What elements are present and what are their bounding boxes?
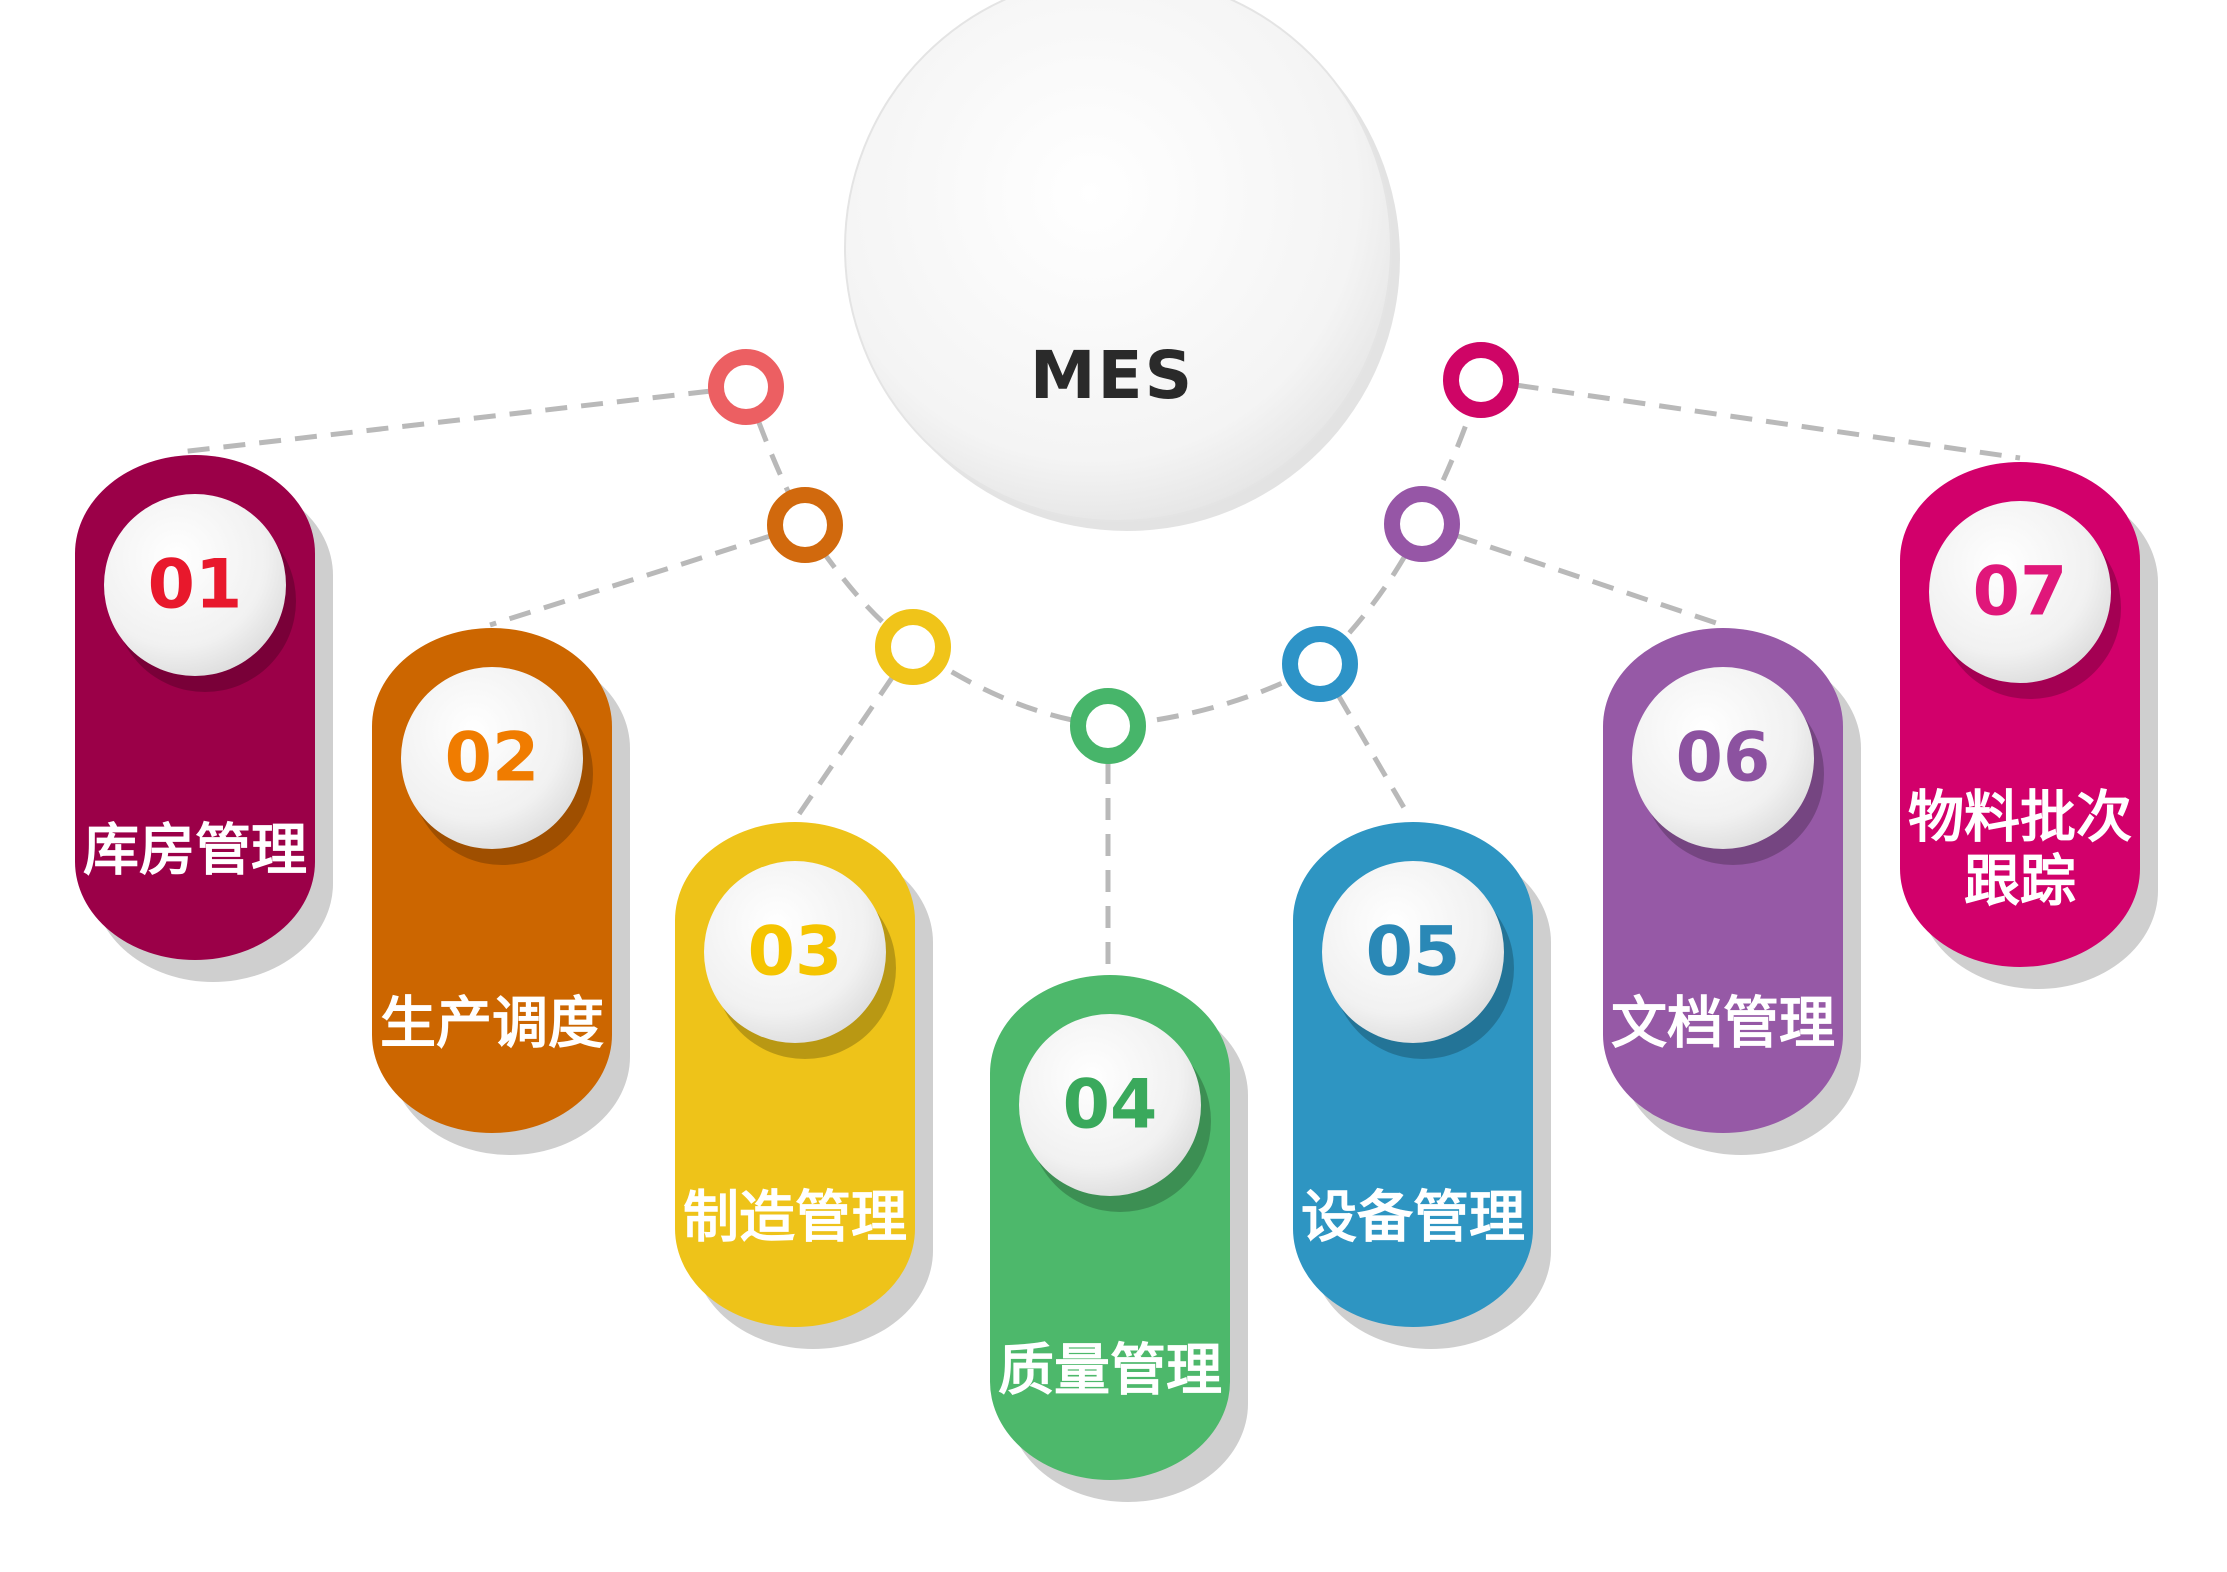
connector-node (875, 609, 951, 685)
connector-line (179, 384, 747, 455)
connector-node (767, 487, 843, 563)
number-badge (1929, 501, 2111, 683)
module-label: 生产调度 (380, 991, 604, 1057)
module-label: 文档管理 (1611, 991, 1835, 1057)
connector-line (489, 522, 806, 628)
module-label: 设备管理 (1301, 1185, 1525, 1251)
connector-line (1421, 521, 1723, 628)
module-card: 02 生产调度 (372, 628, 630, 1155)
module-number: 07 (1973, 553, 2068, 632)
number-badge (1019, 1014, 1201, 1196)
module-card: 01 库房管理 (75, 455, 333, 982)
number-badge (104, 494, 286, 676)
module-number: 04 (1063, 1066, 1158, 1145)
module-card: 03 制造管理 (675, 822, 933, 1349)
module-label: 库房管理 (83, 818, 307, 884)
module-card: 04 质量管理 (990, 975, 1248, 1502)
number-badge (704, 861, 886, 1043)
module-number: 02 (445, 719, 540, 798)
connector-node (708, 349, 784, 425)
connector-nodes (708, 342, 1519, 764)
connector-line (1480, 377, 2021, 461)
connector-node (1282, 626, 1358, 702)
center-label: MES (1030, 337, 1194, 414)
center-circle: MES (844, 0, 1400, 531)
connector-node (1384, 486, 1460, 562)
module-number: 01 (148, 546, 243, 625)
module-number: 03 (748, 913, 843, 992)
module-card: 06 文档管理 (1603, 628, 1861, 1155)
number-badge (1632, 667, 1814, 849)
connector-line (1317, 662, 1413, 820)
module-card: 05 设备管理 (1293, 822, 1551, 1349)
connector-node (1443, 342, 1519, 418)
number-badge (1322, 861, 1504, 1043)
module-cards: 01 库房管理 02 生产调度 03 制造管理 04 质量管理 05 设备管理 06 文档管理 07 物料… (75, 455, 2158, 1502)
module-label: 物料批次 (1908, 785, 2132, 851)
number-badge (401, 667, 583, 849)
module-label: 制造管理 (683, 1185, 907, 1251)
module-label: 跟踪 (1964, 849, 2076, 915)
module-number: 06 (1676, 719, 1771, 798)
module-number: 05 (1366, 913, 1461, 992)
module-label: 质量管理 (998, 1338, 1222, 1404)
connector-node (1070, 688, 1146, 764)
